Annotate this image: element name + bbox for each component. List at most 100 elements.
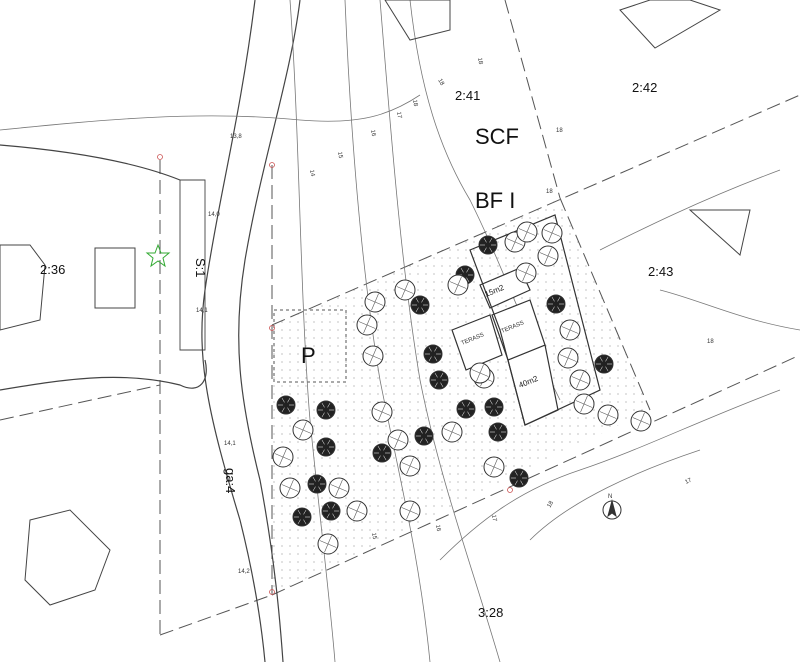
tree-branch: [485, 463, 495, 468]
tree-branch: [457, 276, 462, 286]
tree-branch: [324, 543, 329, 553]
contour-label-18d: 18: [556, 128, 563, 134]
terass-1: [451, 314, 503, 371]
tree-branch: [569, 329, 579, 334]
tree-branch: [526, 223, 531, 233]
tree-texture: [425, 428, 429, 434]
tree-branch: [640, 420, 650, 425]
tree-branch: [506, 238, 516, 243]
tree-branch: [547, 247, 552, 257]
tree: [429, 370, 449, 390]
tree-texture: [495, 409, 499, 415]
tree: [484, 397, 504, 417]
tree-branch: [396, 286, 406, 291]
tree-texture: [327, 402, 331, 408]
tree-branch: [561, 326, 571, 331]
tree-branch: [518, 228, 528, 233]
tree-branch: [566, 329, 571, 339]
tree-branch: [451, 423, 456, 433]
tree-branch: [348, 507, 358, 512]
tree-branch: [366, 324, 376, 329]
tree-branch: [401, 289, 406, 299]
tree: [456, 399, 476, 419]
tree-branch: [363, 324, 368, 334]
tree-texture: [332, 513, 336, 519]
tree-branch: [571, 376, 581, 381]
tree-texture: [467, 401, 471, 407]
tree-branch: [381, 411, 391, 416]
contour-label-16: 16: [369, 129, 376, 137]
tree-branch: [525, 264, 530, 274]
tree: [414, 426, 434, 446]
zone-label-scf: SCF: [475, 124, 519, 149]
elevation-14-1-a: 14,1: [196, 308, 208, 314]
tree-branch: [389, 436, 399, 441]
tree-branch: [454, 284, 459, 294]
tree-texture: [489, 247, 493, 253]
tree-branch: [371, 301, 376, 311]
tree-branch: [551, 224, 556, 234]
tree-texture: [520, 470, 524, 476]
tree-texture: [440, 382, 444, 388]
tree-branch: [607, 406, 612, 416]
tree-texture: [327, 449, 331, 455]
tree-texture: [599, 366, 603, 372]
tree-branch: [338, 479, 343, 489]
tree-texture: [489, 237, 493, 243]
tree-branch: [514, 241, 524, 246]
contour-label-15b: 15: [370, 532, 377, 540]
tree-texture: [434, 372, 438, 378]
tree-texture: [434, 356, 438, 362]
tree-branch: [356, 510, 366, 515]
tree-branch: [517, 269, 527, 274]
tree: [509, 468, 529, 488]
tree-branch: [406, 465, 411, 475]
tree-texture: [557, 296, 561, 302]
survey-star-marker: [145, 243, 171, 268]
tree-texture: [421, 307, 425, 313]
tree: [321, 501, 341, 521]
tree-branch: [327, 543, 337, 548]
tree-branch: [397, 439, 407, 444]
tree-texture: [303, 519, 307, 525]
tree-texture: [321, 439, 325, 445]
tree-branch: [583, 403, 593, 408]
tree-texture: [287, 407, 291, 413]
tree-branch: [479, 364, 484, 374]
tree-texture: [520, 480, 524, 486]
tree-branch: [476, 372, 481, 382]
contour-label-17b: 17: [490, 514, 497, 522]
tree-texture: [312, 486, 316, 492]
tree-branch: [471, 369, 481, 374]
tree-texture: [297, 509, 301, 515]
tree-texture: [287, 397, 291, 403]
tree-texture: [440, 372, 444, 378]
tree-branch: [274, 453, 284, 458]
parking-label: P: [301, 343, 316, 368]
tree: [423, 344, 443, 364]
tree: [410, 295, 430, 315]
tree: [307, 474, 327, 494]
tree-texture: [428, 356, 432, 362]
tree-branch: [607, 414, 617, 419]
tree-branch: [289, 479, 294, 489]
tree-branch: [569, 321, 574, 331]
tree-texture: [377, 445, 381, 451]
tree-branch: [523, 231, 528, 241]
tree-branch: [580, 403, 585, 413]
tree-branch: [366, 316, 371, 326]
tree-branch: [579, 371, 584, 381]
tree-branch: [559, 354, 569, 359]
tree-texture: [483, 237, 487, 243]
tree-branch: [525, 272, 535, 277]
tree-branch: [374, 301, 384, 306]
tree-branch: [282, 448, 287, 458]
tree-texture: [321, 402, 325, 408]
tree-branch: [338, 487, 348, 492]
tree-branch: [564, 357, 569, 367]
tree-branch: [358, 321, 368, 326]
tree-texture: [421, 297, 425, 303]
road: [0, 0, 301, 662]
